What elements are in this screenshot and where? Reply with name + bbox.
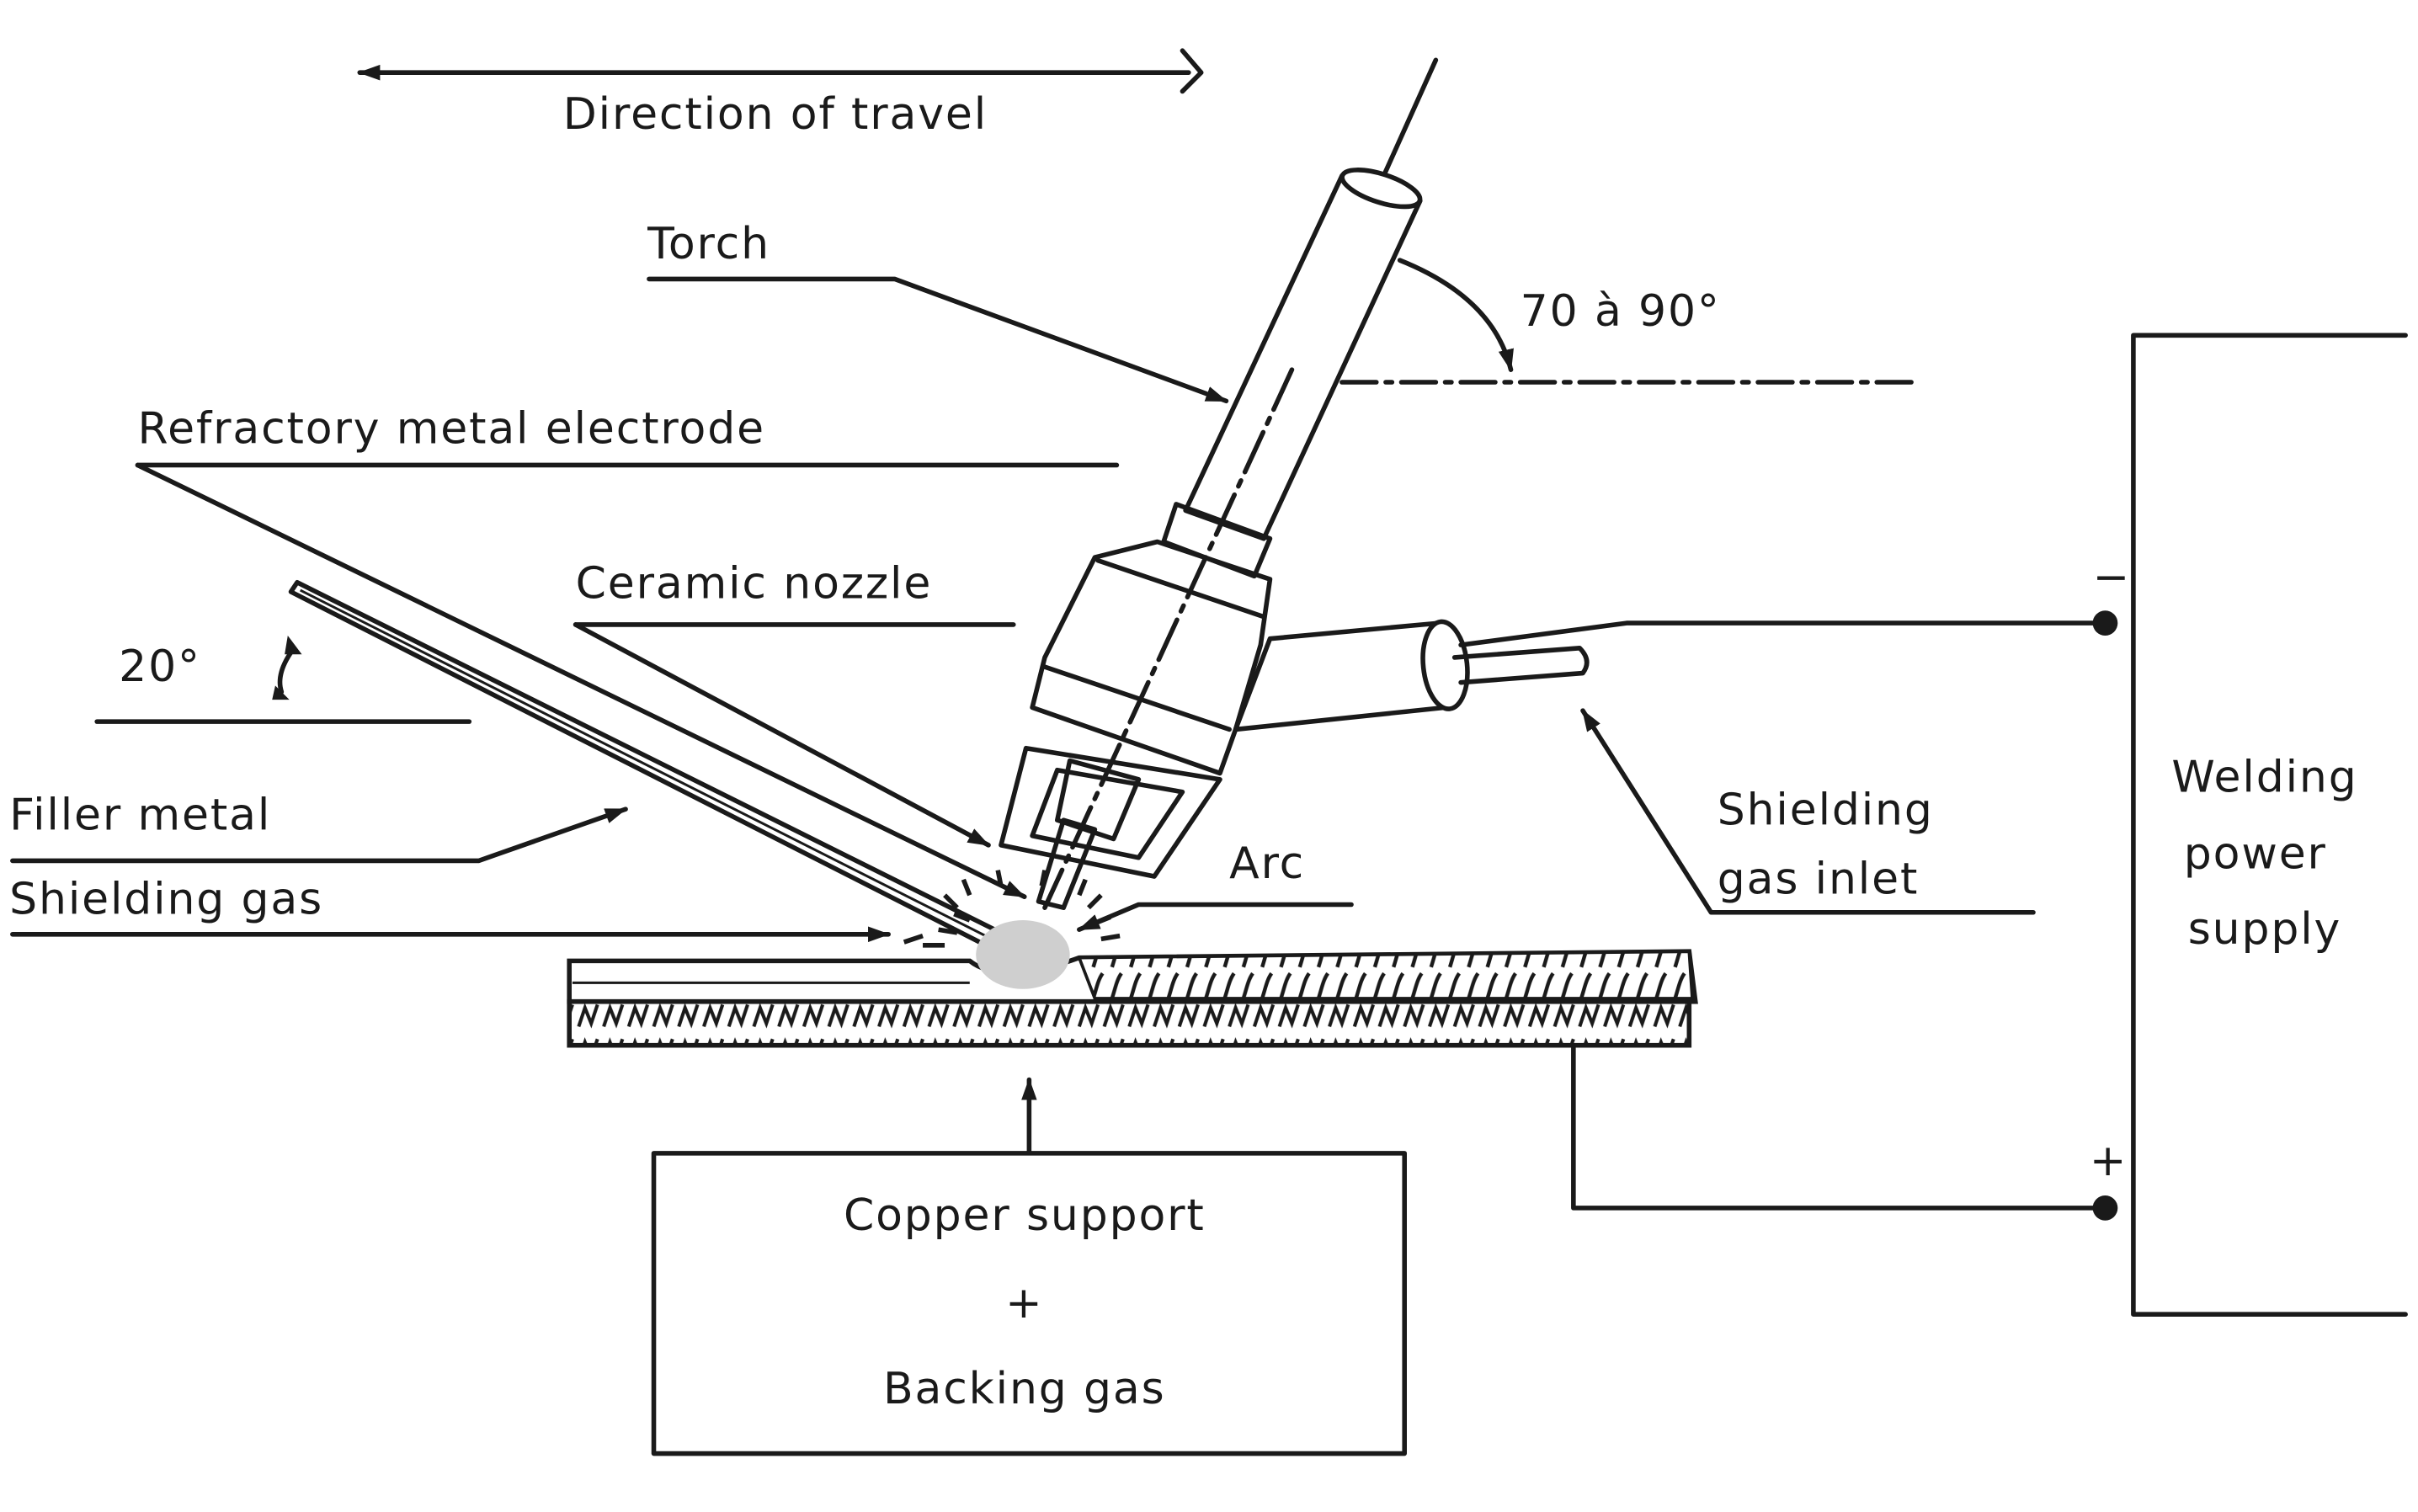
power-supply-label-line1: Welding <box>2171 753 2357 803</box>
torch-angle-arc <box>1339 258 1924 385</box>
welding-torch <box>999 57 1590 910</box>
nozzle-leader <box>573 622 1016 848</box>
arc-leader <box>1077 902 1354 932</box>
direction-arrow <box>357 48 1204 94</box>
gas-inlet-label-line2: gas inlet <box>1718 854 1919 904</box>
power-supply-box <box>2131 333 2408 1317</box>
electrode-leader <box>135 462 1120 899</box>
torch-leader <box>647 276 1229 404</box>
filler-angle-label: 20° <box>119 642 201 692</box>
gas-inlet-label-line1: Shielding <box>1718 785 1934 836</box>
arc-label: Arc <box>1229 839 1305 889</box>
torch-label: Torch <box>647 219 770 269</box>
positive-terminal <box>2092 1195 2118 1221</box>
copper-support-label: Copper support <box>844 1190 1206 1241</box>
torch-angle-label: 70 à 90° <box>1521 286 1721 337</box>
positive-terminal-label: + <box>2090 1136 2128 1186</box>
filler-metal-rod <box>288 580 1023 961</box>
copper-plus-label: + <box>1005 1278 1043 1328</box>
positive-cable <box>1571 1042 2118 1221</box>
backing-gas-label: Backing gas <box>883 1364 1166 1414</box>
ceramic-nozzle-label: Ceramic nozzle <box>576 558 933 609</box>
negative-cable <box>1458 610 2118 647</box>
filler-metal-label: Filler metal <box>9 790 271 840</box>
shielding-gas-label: Shielding gas <box>9 875 323 925</box>
direction-of-travel-label: Direction of travel <box>563 89 988 140</box>
negative-terminal <box>2092 610 2118 636</box>
filler-angle-arrow <box>94 635 472 724</box>
copper-support-box <box>651 1151 1407 1456</box>
electrode-label: Refractory metal electrode <box>137 403 764 454</box>
filler-leader <box>10 807 628 864</box>
power-supply-label-line3: supply <box>2188 904 2341 955</box>
gas-inlet-leader <box>1580 708 2036 915</box>
negative-terminal-label: − <box>2093 552 2131 603</box>
workpiece <box>567 949 1698 1048</box>
power-supply-label-line2: power <box>2184 829 2327 880</box>
